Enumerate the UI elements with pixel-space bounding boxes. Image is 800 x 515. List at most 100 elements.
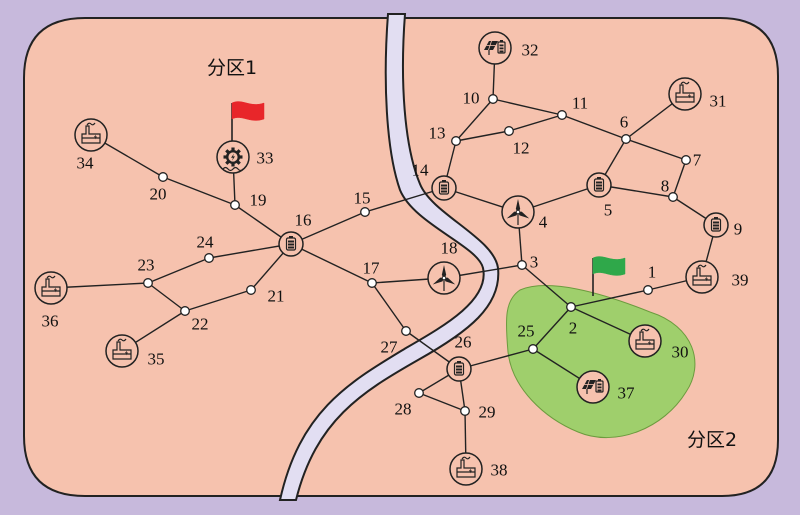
node-1-bus[interactable] — [643, 285, 653, 295]
node-34-factory[interactable] — [74, 118, 108, 152]
node-11-bus[interactable] — [557, 110, 567, 120]
node-label: 10 — [463, 89, 480, 108]
node-30-factory[interactable] — [628, 324, 662, 358]
node-13-bus[interactable] — [451, 136, 461, 146]
node-22-bus[interactable] — [180, 306, 190, 316]
solar-icon — [582, 379, 604, 394]
edge-19-20 — [162, 176, 236, 206]
node-label: 37 — [618, 384, 636, 403]
node-18-wind[interactable] — [427, 261, 461, 295]
node-label: 13 — [429, 124, 446, 143]
battery-icon — [453, 361, 465, 376]
factory-icon — [41, 275, 61, 297]
node-label: 25 — [518, 322, 535, 341]
edge-16-17 — [290, 243, 373, 284]
node-8-bus[interactable] — [668, 192, 678, 202]
node-label: 15 — [354, 189, 371, 208]
node-27-bus[interactable] — [401, 326, 411, 336]
factory-icon — [692, 264, 712, 286]
highlight-region — [505, 285, 696, 439]
node-36-factory[interactable] — [34, 271, 68, 305]
node-6-bus[interactable] — [621, 134, 631, 144]
node-label: 32 — [522, 41, 539, 60]
edge-25-26 — [458, 348, 534, 370]
node-label: 16 — [295, 211, 312, 230]
edge-13-12 — [455, 130, 510, 142]
factory-icon — [112, 338, 132, 360]
node-33-generator[interactable] — [216, 140, 250, 174]
battery-icon — [438, 180, 450, 195]
node-19-bus[interactable] — [230, 200, 240, 210]
wind-icon — [432, 265, 456, 291]
factory-icon — [456, 456, 476, 478]
edge-2-1 — [570, 289, 649, 308]
node-15-bus[interactable] — [360, 207, 370, 217]
node-label: 21 — [268, 287, 285, 306]
node-16-battery[interactable] — [278, 231, 304, 257]
edge-2-25 — [532, 306, 572, 350]
edge-12-11 — [508, 114, 563, 132]
node-label: 28 — [395, 400, 412, 419]
node-label: 7 — [693, 151, 702, 170]
node-21-bus[interactable] — [246, 285, 256, 295]
node-2-bus[interactable] — [566, 302, 576, 312]
node-layer — [34, 31, 729, 486]
node-label: 17 — [363, 259, 381, 278]
node-35-factory[interactable] — [105, 334, 139, 368]
battery-icon — [285, 236, 297, 251]
node-25-bus[interactable] — [528, 344, 538, 354]
node-5-battery[interactable] — [586, 172, 612, 198]
node-26-battery[interactable] — [446, 356, 472, 382]
node-20-bus[interactable] — [158, 172, 168, 182]
node-label: 27 — [381, 338, 399, 357]
node-29-bus[interactable] — [460, 406, 470, 416]
node-24-bus[interactable] — [204, 253, 214, 263]
node-7-bus[interactable] — [681, 155, 691, 165]
edge-7-8 — [672, 159, 687, 198]
edge-16-24 — [208, 243, 292, 259]
node-17-bus[interactable] — [367, 278, 377, 288]
node-label: 4 — [539, 213, 548, 232]
node-label: 26 — [455, 333, 472, 352]
edge-22-21 — [184, 289, 252, 312]
node-label: 33 — [257, 149, 274, 168]
node-label: 31 — [710, 92, 727, 111]
node-14-battery[interactable] — [431, 175, 457, 201]
node-4-wind[interactable] — [501, 195, 535, 229]
edge-10-11 — [492, 98, 563, 116]
node-3-bus[interactable] — [517, 260, 527, 270]
node-label: 22 — [192, 315, 209, 334]
node-label: 6 — [620, 113, 629, 132]
node-label: 1 — [648, 263, 657, 282]
node-12-bus[interactable] — [504, 126, 514, 136]
node-39-factory[interactable] — [685, 260, 719, 294]
node-9-battery[interactable] — [703, 212, 729, 238]
node-label: 3 — [530, 253, 539, 272]
node-10-bus[interactable] — [488, 94, 498, 104]
node-label: 20 — [150, 185, 167, 204]
factory-icon — [675, 81, 695, 103]
edge-28-29 — [418, 392, 466, 412]
node-label: 29 — [479, 403, 496, 422]
node-31-factory[interactable] — [668, 77, 702, 111]
node-label: 23 — [138, 256, 155, 275]
node-label: 5 — [604, 201, 613, 220]
node-label: 9 — [734, 220, 743, 239]
node-label: 34 — [77, 154, 95, 173]
edge-15-16 — [290, 211, 366, 245]
flag-layer — [231, 101, 626, 296]
node-label: 38 — [491, 461, 508, 480]
node-32-solar[interactable] — [478, 31, 512, 65]
factory-icon — [81, 122, 101, 144]
node-37-solar[interactable] — [576, 370, 610, 404]
node-23-bus[interactable] — [143, 278, 153, 288]
solar-icon — [484, 40, 506, 55]
edge-11-6 — [561, 114, 627, 140]
node-label: 14 — [412, 161, 430, 180]
flag-icon — [231, 101, 265, 141]
node-label: 24 — [197, 233, 215, 252]
node-38-factory[interactable] — [449, 452, 483, 486]
node-28-bus[interactable] — [414, 388, 424, 398]
node-label: 19 — [250, 191, 267, 210]
